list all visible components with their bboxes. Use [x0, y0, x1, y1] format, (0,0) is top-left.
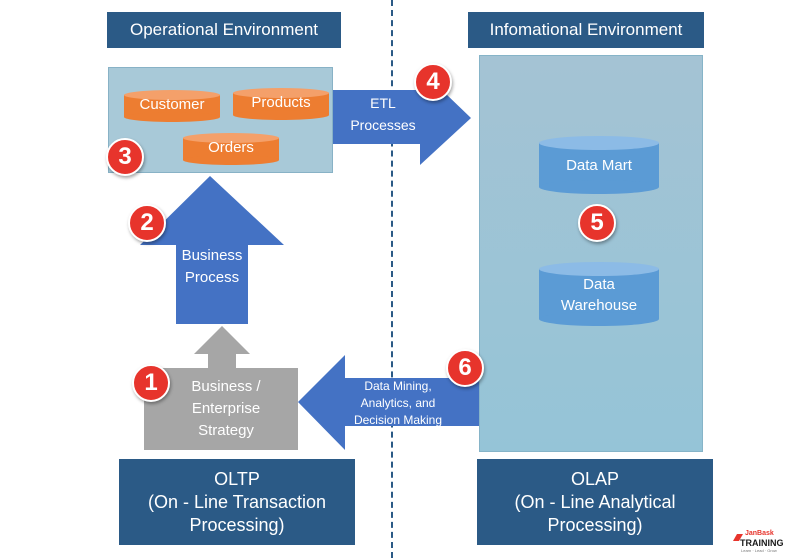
step-badge-5: 5	[578, 204, 616, 242]
business-process-label-line2: Process	[184, 269, 240, 286]
informational-environment-header: Infomational Environment	[468, 12, 704, 48]
data-warehouse-cylinder	[539, 262, 659, 326]
step-badge-2: 2	[128, 204, 166, 242]
olap-title: OLAP	[570, 468, 620, 489]
oltp-line2: (On - Line Transaction	[147, 491, 327, 512]
data-mining-label-line1: Data Mining,	[364, 379, 432, 393]
etl-label-line2: Processes	[350, 117, 416, 133]
olap-box: OLAP (On - Line Analytical Processing)	[477, 459, 713, 545]
oltp-line3: Processing)	[189, 514, 285, 535]
logo-brand: JanBask	[745, 530, 774, 537]
environment-divider	[391, 0, 393, 558]
step-badge-6: 6	[446, 349, 484, 387]
logo-name: TRAINING	[740, 538, 784, 548]
orders-cylinder	[183, 133, 279, 165]
oltp-title: OLTP	[214, 468, 260, 489]
data-mining-label-line3: Decision Making	[353, 413, 443, 427]
data-mining-label-line2: Analytics, and	[360, 396, 436, 410]
data-mart-label: Data Mart	[566, 157, 632, 174]
oltp-box: OLTP (On - Line Transaction Processing)	[119, 459, 355, 545]
data-mart-cylinder	[539, 136, 659, 194]
business-process-arrow	[140, 176, 284, 324]
olap-line2: (On - Line Analytical	[514, 491, 676, 512]
logo-mark-icon	[733, 534, 743, 541]
products-label: Products	[251, 94, 311, 111]
step-badge-4: 4	[414, 63, 452, 101]
logo-tagline: Learn · Lead · Grow	[741, 548, 777, 553]
olap-line3: Processing)	[547, 514, 643, 535]
strategy-label-line2: Enterprise	[191, 400, 261, 417]
customer-label: Customer	[139, 96, 205, 113]
data-mining-arrow	[298, 355, 479, 450]
customer-cylinder	[124, 90, 220, 122]
strategy-label-line1: Business /	[191, 378, 261, 395]
orders-label: Orders	[208, 139, 254, 156]
business-process-label-line1: Business	[181, 247, 243, 264]
step-badge-1: 1	[132, 364, 170, 402]
janbask-training-logo: JanBask TRAINING Learn · Lead · Grow	[732, 530, 796, 556]
etl-label-line1: ETL	[370, 95, 396, 111]
informational-environment-panel	[479, 55, 703, 452]
strategy-label-line3: Strategy	[198, 422, 254, 439]
strategy-up-arrow	[194, 326, 250, 368]
data-warehouse-label-line1: Data	[583, 276, 615, 293]
data-warehouse-label-line2: Warehouse	[560, 297, 638, 314]
operational-environment-header: Operational Environment	[107, 12, 341, 48]
step-badge-3: 3	[106, 138, 144, 176]
products-cylinder	[233, 88, 329, 120]
